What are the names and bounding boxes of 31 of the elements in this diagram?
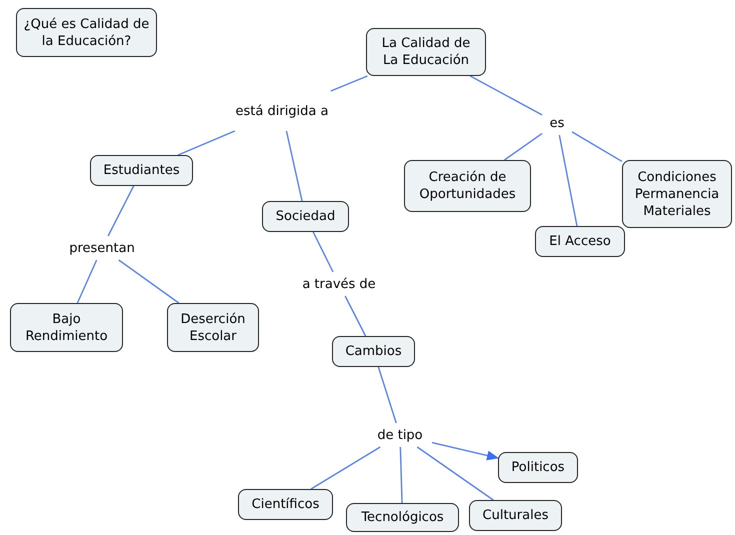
concept-box: El Acceso bbox=[535, 226, 625, 257]
concept-box: Cambios bbox=[332, 336, 415, 367]
concept-box: Condiciones Permanencia Materiales bbox=[622, 160, 732, 228]
connector-line bbox=[330, 75, 368, 92]
concept-box: Tecnológicos bbox=[346, 503, 459, 532]
concept-box: Culturales bbox=[469, 500, 562, 531]
connector-line bbox=[400, 446, 403, 504]
connector-line bbox=[470, 75, 542, 116]
concept-box: Deserción Escolar bbox=[167, 303, 259, 352]
concept-box: Politicos bbox=[498, 452, 578, 483]
connector-line bbox=[312, 232, 334, 272]
concept-box: Sociedad bbox=[262, 201, 349, 232]
concept-box: Creación de Oportunidades bbox=[404, 160, 531, 212]
connector-line bbox=[310, 446, 381, 490]
concept-box: ¿Qué es Calidad de la Educación? bbox=[16, 8, 157, 57]
connector-line bbox=[344, 296, 366, 336]
connector-line bbox=[572, 131, 622, 162]
arrow bbox=[432, 442, 499, 460]
concept-box: Bajo Rendimiento bbox=[10, 303, 123, 352]
concept-box: Estudiantes bbox=[90, 155, 193, 186]
connector-line bbox=[558, 134, 578, 226]
connector-line bbox=[76, 260, 98, 304]
connector-line bbox=[118, 259, 180, 304]
connector-line bbox=[286, 130, 303, 202]
connector-line bbox=[178, 130, 236, 156]
connector-line bbox=[108, 186, 134, 236]
concept-box: Científicos bbox=[238, 489, 333, 520]
concept-box: La Calidad de La Educación bbox=[366, 28, 486, 76]
connector-line bbox=[378, 366, 397, 424]
connector-line bbox=[504, 132, 542, 161]
connector-line bbox=[416, 446, 494, 501]
